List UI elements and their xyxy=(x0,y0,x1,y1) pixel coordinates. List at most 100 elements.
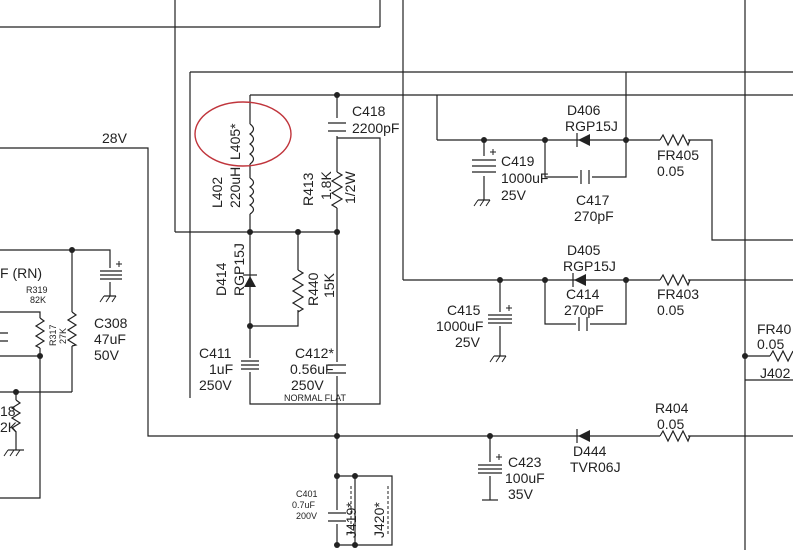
c423-ref: C423 xyxy=(508,454,542,470)
junction-dot xyxy=(742,353,748,359)
c419-voltage: 25V xyxy=(501,187,527,203)
resistor-r318-symbol xyxy=(3,399,24,457)
junction-dot xyxy=(334,473,340,479)
r404-ref: R404 xyxy=(655,400,689,416)
r317-value: 27K xyxy=(58,328,68,344)
c419-value: 1000uF xyxy=(501,170,548,186)
capacitor-c417-symbol xyxy=(578,168,592,186)
j402-ref: J402 xyxy=(760,365,791,381)
c415-ref: C415 xyxy=(447,302,481,318)
j419-ref: J419* xyxy=(343,502,359,538)
capacitor-c419-symbol xyxy=(470,149,498,207)
d414-value: RGP15J xyxy=(231,243,247,296)
junction-dot xyxy=(247,229,253,235)
d444-value: TVR06J xyxy=(570,459,621,475)
r317-ref: R317 xyxy=(48,324,58,346)
d406-value: RGP15J xyxy=(565,118,618,134)
c401-ref: C401 xyxy=(296,489,318,499)
d405-ref: D405 xyxy=(567,242,601,258)
r413-ref: R413 xyxy=(300,172,316,206)
junction-dot xyxy=(542,277,548,283)
capacitor-c411-symbol xyxy=(240,358,262,372)
capacitor-c401-symbol xyxy=(326,510,348,524)
c401-voltage: 200V xyxy=(296,511,317,521)
fr403-value: 0.05 xyxy=(657,302,684,318)
junction-dot xyxy=(352,542,358,548)
junction-dot xyxy=(247,323,253,329)
diode-d406-symbol xyxy=(572,132,598,148)
r319-ref: R319 xyxy=(26,285,48,295)
c412-value: 0.56uF xyxy=(290,361,334,377)
resistor-fr403-symbol xyxy=(659,273,691,287)
capacitor-c414-symbol xyxy=(576,315,590,333)
r413-power: 1/2W xyxy=(342,171,358,204)
fr40x-ref: FR40 xyxy=(757,321,791,337)
c412-voltage: 250V xyxy=(291,377,324,393)
d414-ref: D414 xyxy=(213,262,229,296)
j420-ref: J420* xyxy=(371,502,387,538)
junction-dot xyxy=(487,433,493,439)
c415-value: 1000uF xyxy=(436,318,483,334)
diode-d414-symbol xyxy=(242,268,258,290)
junction-dot xyxy=(334,542,340,548)
capacitor-left-symbol xyxy=(0,330,10,344)
wire-normal-flat-bottom xyxy=(249,398,381,405)
junction-dot xyxy=(334,229,340,235)
junction-dot xyxy=(481,137,487,143)
c308-voltage: 50V xyxy=(94,347,120,363)
r440-value: 15K xyxy=(321,272,337,298)
inductor-l405-symbol xyxy=(244,123,256,165)
r440-ref: R440 xyxy=(305,272,321,306)
resistor-fr405-symbol xyxy=(659,133,691,147)
l405-ref: L405* xyxy=(227,123,243,160)
wire-d406-line xyxy=(437,139,793,241)
resistor-r319-symbol xyxy=(66,311,78,347)
fr403-ref: FR403 xyxy=(657,286,699,302)
c419-ref: C419 xyxy=(501,153,535,169)
junction-dot xyxy=(334,433,340,439)
d405-value: RGP15J xyxy=(563,258,616,274)
c418-ref: C418 xyxy=(352,103,386,119)
c411-voltage: 250V xyxy=(199,377,232,393)
fr405-value: 0.05 xyxy=(657,163,684,179)
l402-value: 220uH xyxy=(227,167,243,208)
c308-ref: C308 xyxy=(94,315,128,331)
resistor-r317-symbol xyxy=(34,317,46,349)
d406-ref: D406 xyxy=(567,102,601,118)
inductor-l402-symbol xyxy=(244,177,256,215)
r413-value: 1.8K xyxy=(318,171,334,200)
resistor-r440-symbol xyxy=(290,269,306,313)
c414-ref: C414 xyxy=(566,286,600,302)
normal-flat-label: NORMAL FLAT xyxy=(284,393,347,403)
c417-value: 270pF xyxy=(574,208,614,224)
r319-value: 82K xyxy=(30,295,46,305)
wire-j-box xyxy=(337,475,393,546)
wire-right-box xyxy=(337,137,381,398)
resistor-r404-symbol xyxy=(659,429,691,443)
c411-value: 1uF xyxy=(209,361,233,377)
c415-voltage: 25V xyxy=(455,334,481,350)
c411-ref: C411 xyxy=(199,345,232,361)
junction-dot xyxy=(295,229,301,235)
capacitor-c412-symbol xyxy=(326,362,348,376)
c401-value: 0.7uF xyxy=(292,500,316,510)
wire-left-c308 xyxy=(72,249,111,268)
c423-voltage: 35V xyxy=(508,486,534,502)
capacitor-c308-symbol xyxy=(98,261,124,303)
d444-ref: D444 xyxy=(573,443,607,459)
l402-ref: L402 xyxy=(209,177,225,208)
junction-dot xyxy=(352,473,358,479)
resistor-fr40x-symbol xyxy=(769,349,793,363)
wire-left-b xyxy=(0,311,41,499)
capacitor-c418-symbol xyxy=(326,118,348,136)
junction-dot xyxy=(497,277,503,283)
wire-28v xyxy=(0,147,793,437)
c414-value: 270pF xyxy=(564,302,604,318)
wire-r440-bottom xyxy=(250,310,299,327)
net-label-28v: 28V xyxy=(102,130,128,146)
diode-d444-symbol xyxy=(574,428,598,444)
capacitor-c423-symbol xyxy=(476,454,504,501)
junction-dot xyxy=(334,92,340,98)
r404-value: 0.05 xyxy=(657,416,684,432)
